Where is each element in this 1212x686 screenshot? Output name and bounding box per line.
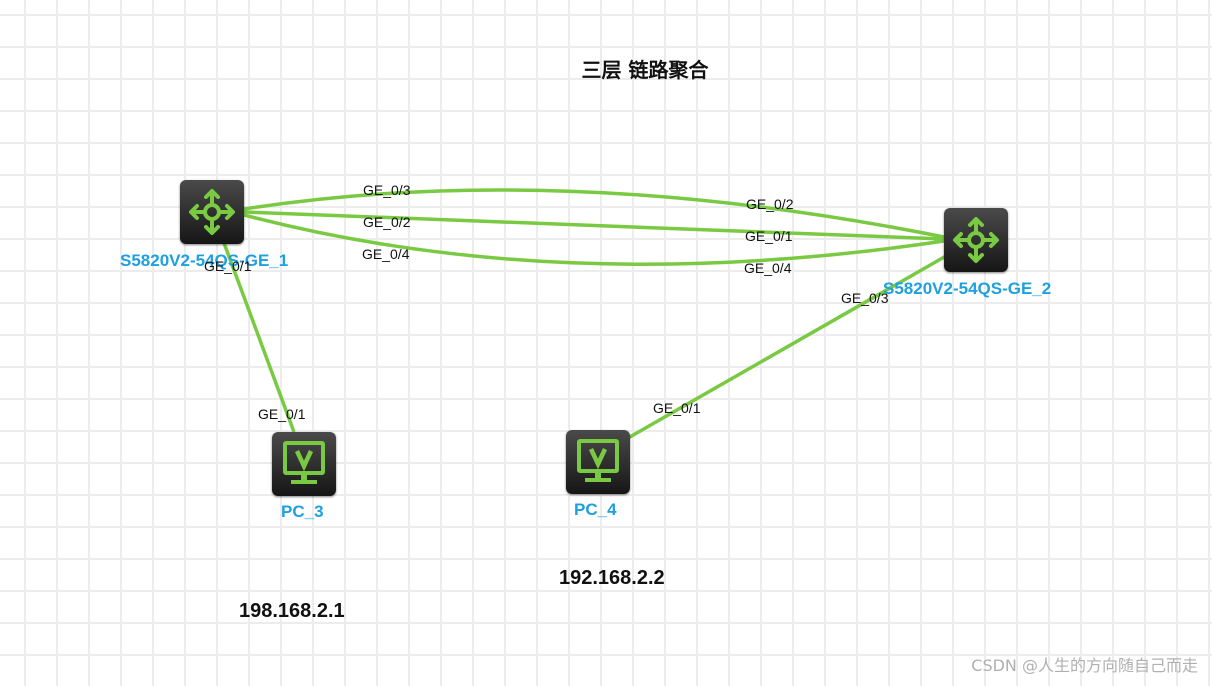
port-label-sw1-ge04: GE_0/4: [362, 246, 410, 262]
switch-1-label: S5820V2-54QS-GE_1: [120, 251, 289, 270]
link-switch1-switch2-ge03-ge02[interactable]: [243, 188, 945, 239]
switch-2[interactable]: [944, 208, 1008, 272]
port-label-sw1-ge03: GE_0/3: [363, 182, 411, 198]
port-label-sw1-ge02: GE_0/2: [363, 214, 411, 230]
port-label-pc4-ge01: GE_0/1: [653, 400, 701, 416]
port-label-sw2-ge01: GE_0/1: [745, 228, 793, 244]
link-switch1-pc3[interactable]: [222, 242, 296, 433]
diagram-title: 三层 链路聚合: [581, 58, 709, 82]
link-switch1-switch2-ge04-ge04[interactable]: [243, 213, 945, 266]
pc-monitor-icon: [577, 439, 619, 482]
pc-3[interactable]: [272, 432, 336, 496]
switch-2-label: S5820V2-54QS-GE_2: [883, 279, 1052, 298]
port-label-sw1-ge01: GE_0/1: [204, 258, 252, 274]
watermark: CSDN @人生的方向随自己而走: [971, 656, 1198, 675]
port-label-pc3-ge01: GE_0/1: [258, 406, 306, 422]
switch-1[interactable]: [180, 180, 244, 244]
link-switch2-pc4[interactable]: [627, 254, 947, 440]
pc-4[interactable]: [566, 430, 630, 494]
l3-switch-icon: [953, 217, 999, 263]
port-label-sw2-ge04: GE_0/4: [744, 260, 792, 276]
link-switch1-switch2-ge02-ge01[interactable]: [243, 210, 945, 241]
pc-3-label: PC_3: [281, 502, 324, 521]
pc-3-ip-label: 198.168.2.1: [239, 600, 345, 622]
port-label-sw2-ge02: GE_0/2: [746, 196, 794, 212]
l3-switch-icon: [189, 189, 235, 235]
port-label-sw2-ge03: GE_0/3: [841, 290, 889, 306]
pc-4-label: PC_4: [574, 500, 617, 519]
pc-monitor-icon: [283, 441, 325, 484]
pc-4-ip-label: 192.168.2.2: [559, 567, 665, 589]
